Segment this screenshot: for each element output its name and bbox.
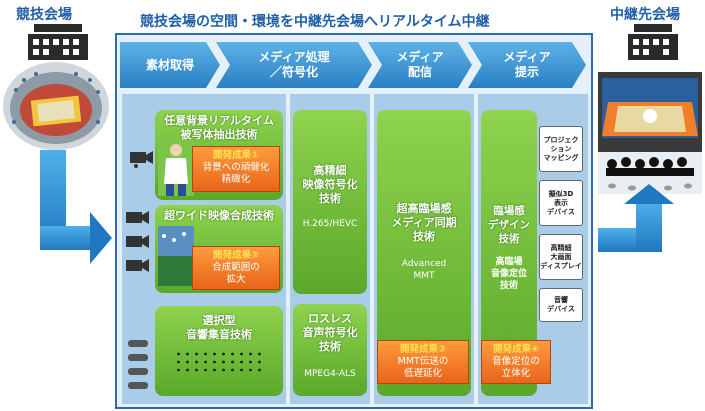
- venue-label: 競技会場: [16, 7, 72, 23]
- camera-icon: [130, 151, 153, 168]
- stadium-image: [3, 62, 109, 150]
- media-sync-title: 超高臨場感 メディア同期 技術: [391, 202, 457, 243]
- pseudo-3d-device: 擬似3D 表示 デバイス: [539, 180, 583, 226]
- camera-icon: [126, 235, 149, 248]
- output-arrow-head: [624, 184, 674, 204]
- stage-processing: メディア処理 ／符号化: [216, 42, 372, 88]
- input-arrow-head: [90, 212, 112, 264]
- judo-athlete-image: [158, 140, 194, 196]
- audio-codec-label: MPEG4-ALS: [304, 369, 356, 379]
- sound-localization-label: 高臨場 音像定位 技術: [490, 257, 527, 291]
- wide-stadium-image: [158, 226, 194, 286]
- video-coding-title: 高精細 映像符号化 技術: [302, 164, 358, 205]
- audio-device: 音響 デバイス: [539, 288, 583, 322]
- camera-icon: [126, 211, 149, 224]
- camera-icon: [126, 259, 149, 272]
- stage-distribution: メディア 配信: [368, 42, 472, 88]
- presence-design-title: 臨場感 デザイン 技術: [488, 205, 530, 245]
- video-coding-box: 高精細 映像符号化 技術 H.265/HEVC: [293, 110, 367, 294]
- audio-capture-title: 選択型 音響集音技術: [186, 314, 252, 341]
- stage-acquisition: 素材取得: [120, 42, 220, 88]
- result-2-badge: 開発成果② 合成範囲の 拡大: [192, 246, 280, 290]
- input-arrow-horizontal: [40, 226, 92, 250]
- mmt-label: Advanced MMT: [401, 259, 447, 281]
- result-1-badge: 開発成果① 背景への頑健化 精緻化: [192, 146, 280, 192]
- output-arrow-vertical: [636, 200, 662, 252]
- audio-capture-box: 選択型 音響集音技術: [155, 306, 283, 396]
- venue-building-icon: [28, 24, 88, 60]
- result-4-badge: 開発成果④ 音像定位の 立体化: [481, 340, 551, 384]
- video-codec-label: H.265/HEVC: [302, 219, 358, 229]
- large-display-device: 高精細 大画面 ディスプレイ: [539, 234, 583, 280]
- wide-video-title: 超ワイド映像合成技術: [164, 209, 274, 222]
- background-extraction-title: 任意背景リアルタイム 被写体抽出技術: [164, 114, 274, 141]
- stage-presentation: メディア 提示: [468, 42, 586, 88]
- audio-coding-title: ロスレス 音声符号化 技術: [302, 312, 358, 353]
- mic-array-dots: [174, 350, 264, 374]
- projection-mapping-device: プロジェク ション マッピング: [539, 126, 583, 172]
- diagram-title: 競技会場の空間・環境を中継先会場へリアルタイム中継: [140, 14, 490, 30]
- relay-venue-label: 中継先会場: [610, 7, 680, 23]
- microphone-icon: [128, 340, 148, 389]
- relay-venue-image: [598, 72, 702, 194]
- audio-coding-box: ロスレス 音声符号化 技術 MPEG4-ALS: [293, 304, 367, 396]
- relay-building-icon: [628, 24, 678, 60]
- result-3-badge: 開発成果③ MMT伝送の 低遅延化: [377, 340, 469, 384]
